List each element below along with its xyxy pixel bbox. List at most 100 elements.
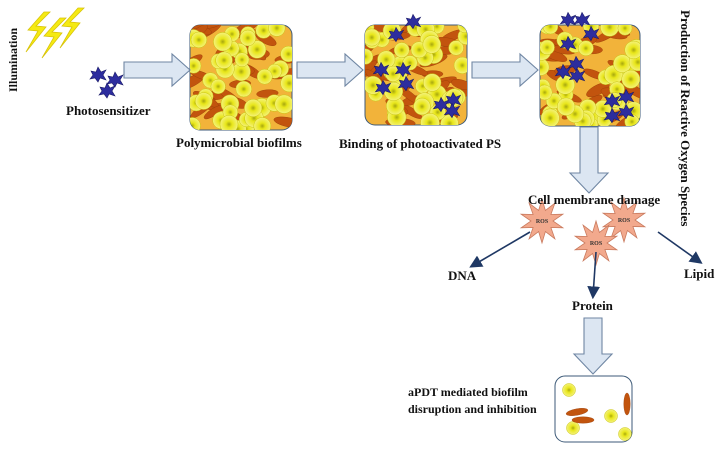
photosensitizer-icon [397,75,415,92]
coccus-bacterium [555,75,575,95]
coccus-bacterium [562,383,576,397]
biofilms-label: Polymicrobial biofilms [176,135,302,150]
coccus-bacterium [190,117,201,130]
coccus-bacterium [540,108,560,126]
ros-star-label: ROS [536,219,549,225]
coccus-bacterium [393,42,410,58]
photosensitizer-icon [603,107,621,124]
biofilm-panel-polymicrobial [189,24,293,131]
coccus-bacterium [542,25,559,35]
lightning-group [25,7,85,59]
photosensitizer-icon [394,61,412,78]
photosensitizer-icon [89,66,107,83]
coccus-bacterium [247,40,267,59]
outcome-label-line1: aPDT mediated biofilm [408,385,528,399]
coccus-bacterium [578,40,594,57]
photosensitizer-icon [559,11,577,28]
coccus-bacterium [190,58,202,74]
coccus-bacterium [448,40,464,56]
coccus-bacterium [235,80,252,98]
coccus-bacterium [253,117,272,130]
coccus-bacterium [453,56,467,74]
process-arrows [123,52,614,375]
arrow-to-dna [469,231,531,268]
lipid-label: Lipid [684,266,715,281]
coccus-bacterium [190,31,208,49]
ros-star: ROS [573,219,619,267]
coccus-bacterium [540,84,553,101]
coccus-bacterium [566,421,580,435]
coccus-bacterium [210,78,226,95]
rod-bacterium [273,116,292,128]
coccus-bacterium [600,25,620,37]
ros-star-label: ROS [618,218,631,224]
coccus-bacterium [280,45,292,63]
outcome-label-line2: disruption and inhibition [408,402,537,416]
rod-bacterium [586,82,610,98]
coccus-bacterium [280,74,292,93]
coccus-bacterium [215,51,233,69]
photosensitizer-icon [582,25,600,42]
coccus-bacterium [234,52,250,68]
photosensitizer-cluster [89,66,124,99]
binding-label: Binding of photoactivated PS [339,136,502,151]
coccus-bacterium [213,32,233,52]
photosensitizer-icon [603,92,621,109]
photosensitizer-icon [443,102,461,119]
photosensitizer-icon [554,63,572,80]
coccus-bacterium [457,25,467,34]
rod-bacterium [623,392,631,416]
lightning-icon [41,17,67,59]
arrow-to-protein [587,251,601,300]
block-arrow-right [471,52,539,88]
photosensitizer-icon [404,13,422,30]
ros-burst-group: ROS ROS ROS [519,196,647,267]
rod-bacterium [565,408,589,416]
photosensitizer-icon [559,35,577,52]
coccus-bacterium [540,39,555,56]
photosensitizer-icon [387,26,405,43]
ros-star: ROS [601,196,647,244]
illumination-label: Illumination [6,27,20,92]
ros-production-label: Production of Reactive Oxygen Species [678,10,693,227]
coccus-bacterium [621,69,640,89]
ros-star-label: ROS [590,241,603,247]
coccus-bacterium [604,409,618,423]
membrane-damage-label: Cell membrane damage [528,192,661,207]
coccus-bacterium [557,97,576,116]
protein-label: Protein [572,298,613,313]
coccus-bacterium [274,94,292,114]
block-arrow-right [123,52,191,88]
biofilm-panel-ros [539,11,641,127]
ros-star: ROS [519,197,565,245]
coccus-bacterium [423,73,442,92]
biofilm-panel-binding [364,13,468,126]
pathway-arrows [469,231,703,300]
coccus-bacterium [624,40,640,60]
photosensitizer-icon [568,67,586,84]
biofilm-panel-outcome [554,375,633,443]
coccus-bacterium [617,25,633,36]
rod-bacterium [451,79,467,91]
arrow-to-lipid [657,231,703,264]
photosensitizer-icon [372,61,390,78]
coccus-bacterium [256,68,273,85]
photosensitizer-icon [98,82,116,99]
block-arrow-down [568,126,610,194]
coccus-bacterium [618,427,632,441]
dna-label: DNA [448,268,477,283]
photosensitizer-icon [617,88,635,105]
block-arrow-right [296,52,364,88]
lightning-icon [59,7,85,49]
photosensitizer-icon [617,103,635,120]
coccus-bacterium [194,92,213,110]
photosensitizer-icon [567,55,585,72]
photosensitizer-label: Photosensitizer [66,103,151,118]
rod-bacterium [571,416,595,424]
photosensitizer-icon [106,71,124,88]
coccus-bacterium [244,98,263,117]
coccus-bacterium [365,28,381,47]
lightning-icon [25,11,51,53]
coccus-bacterium [420,112,440,125]
